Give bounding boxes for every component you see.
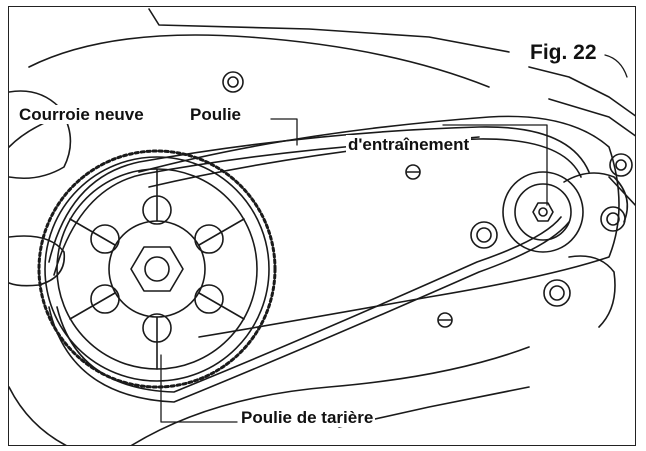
bolts xyxy=(222,71,633,328)
auger-pulley xyxy=(37,149,277,389)
figure-number: Fig. 22 xyxy=(530,41,597,64)
drive-pulley-label-line2: d'entraînement xyxy=(346,135,472,154)
belt-drive-illustration xyxy=(9,8,635,445)
leader-lines xyxy=(160,54,628,423)
figure-frame: Fig. 22 Courroie neuve Poulie d'entraîne… xyxy=(8,6,636,446)
new-belt-label: Courroie neuve xyxy=(17,105,146,124)
drive-pulley xyxy=(502,171,584,253)
new-belt xyxy=(48,126,590,403)
auger-pulley-label: Poulie de tarière xyxy=(239,408,376,427)
housing-outline xyxy=(9,8,635,445)
drive-pulley-label-line1: Poulie xyxy=(188,105,244,124)
